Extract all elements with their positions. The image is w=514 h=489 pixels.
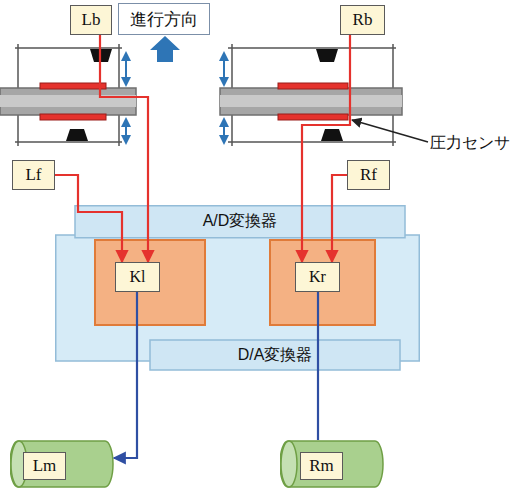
label-box: Rf <box>347 160 390 190</box>
right-wheel-assembly <box>220 44 402 146</box>
node-label: Lm <box>33 456 57 476</box>
motion-arrow <box>223 122 225 140</box>
node-label: Kr <box>309 268 326 286</box>
node-label: Lb <box>82 10 101 30</box>
converter-label: D/A変換器 <box>238 345 313 366</box>
direction-box: 進行方向 <box>118 3 210 35</box>
left-wheel-assembly <box>0 44 136 146</box>
label-box: Rb <box>340 5 385 35</box>
node-label: Rf <box>360 165 377 185</box>
node-label: Rm <box>309 456 334 476</box>
motor-label: Lm <box>23 452 66 480</box>
label-box: Lf <box>12 160 55 190</box>
label-box: Kl <box>115 262 160 292</box>
label-box: Lb <box>70 5 112 35</box>
callout-label: 圧力センサ <box>430 133 510 154</box>
motor-cylinder: Lm <box>10 440 114 488</box>
node-label: Rb <box>353 10 373 30</box>
motion-arrow <box>125 56 127 82</box>
node-label: 進行方向 <box>130 8 198 31</box>
drive-signal-line <box>317 292 319 440</box>
leader-line <box>352 120 428 142</box>
label-box: Kr <box>295 262 340 292</box>
motion-arrow <box>223 56 225 82</box>
motion-arrow <box>125 122 127 140</box>
direction-arrow <box>150 36 180 62</box>
node-label: Lf <box>25 165 41 185</box>
node-label: Kl <box>130 268 146 286</box>
motor-label: Rm <box>300 452 343 480</box>
motor-cylinder: Rm <box>280 440 384 488</box>
converter-board: A/D変換器 D/A変換器 Kl Kr <box>55 205 420 371</box>
converter-label: A/D変換器 <box>203 211 278 232</box>
